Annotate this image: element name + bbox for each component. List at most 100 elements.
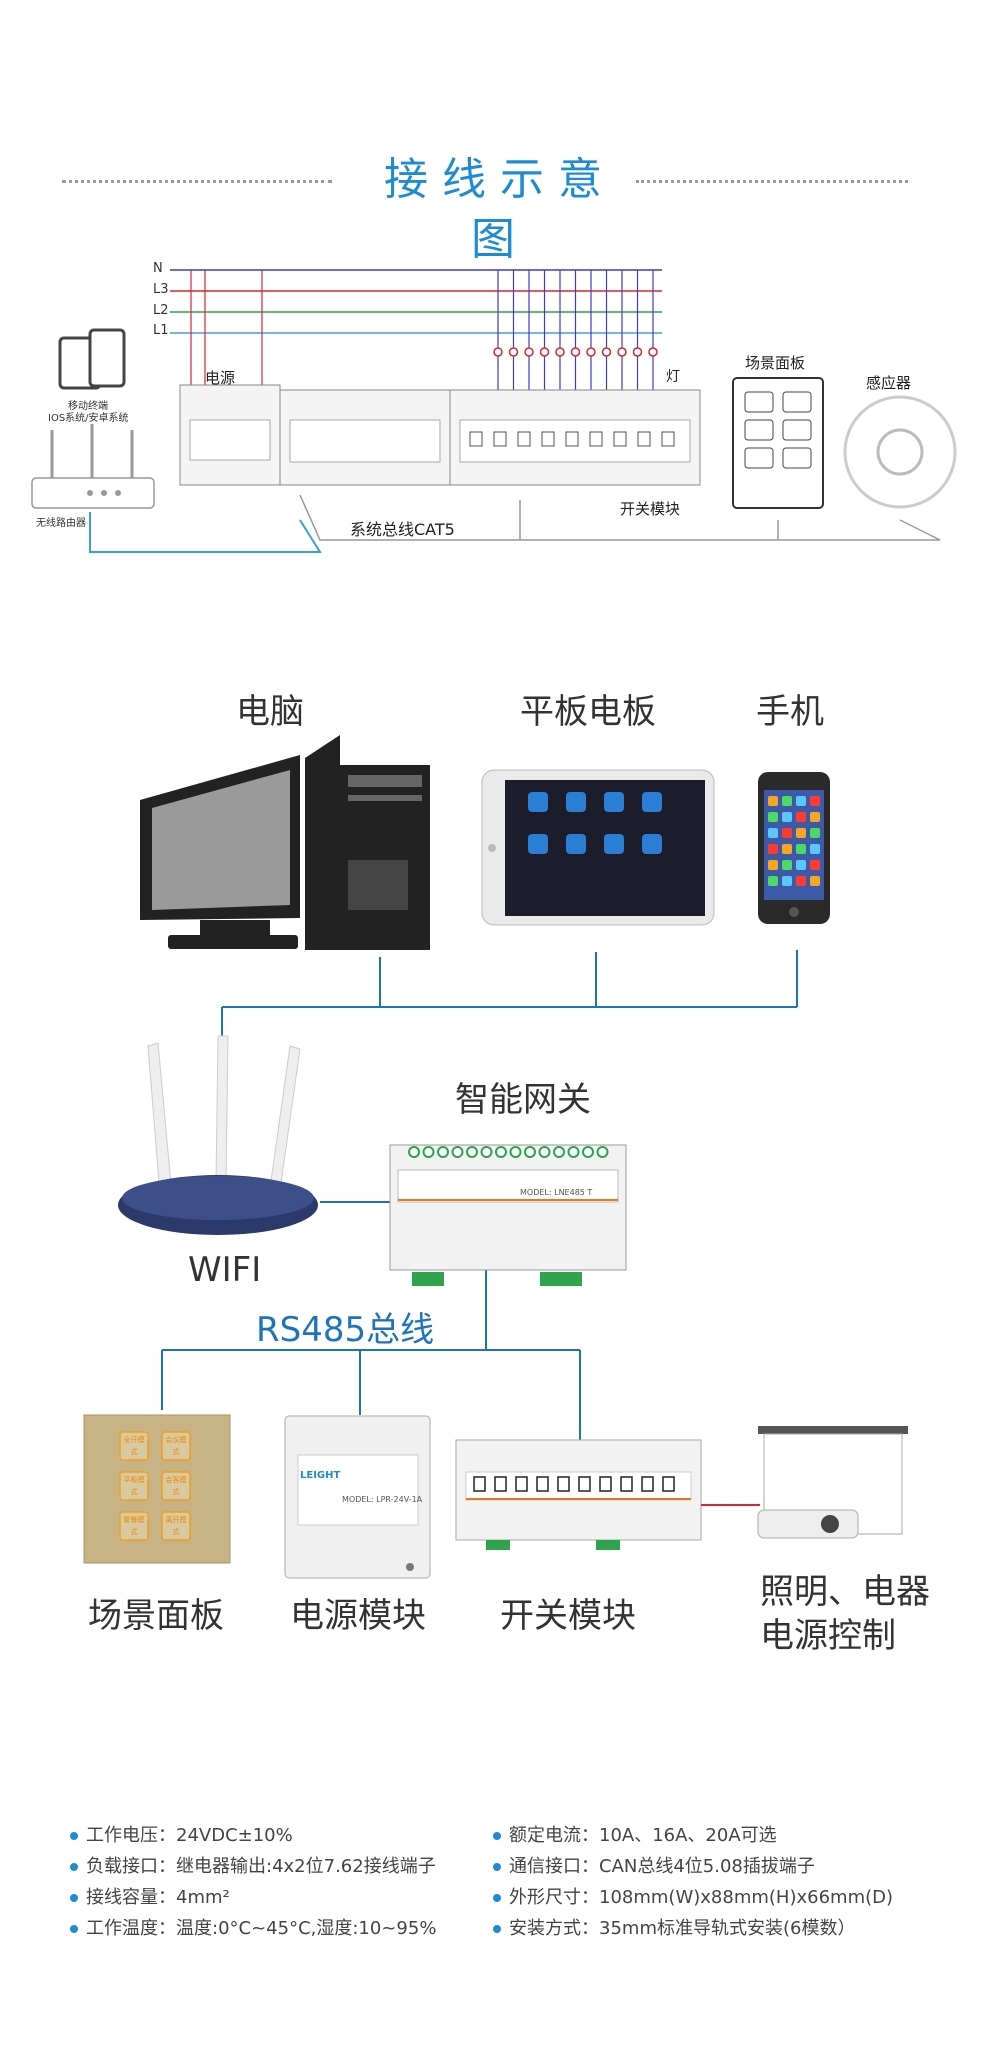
terminal-screw <box>582 1146 594 1158</box>
app-icon <box>566 834 586 854</box>
controller-module <box>279 389 451 486</box>
app-icon <box>768 876 778 886</box>
app-icon <box>768 860 778 870</box>
relay-key <box>662 1476 675 1492</box>
lamp-icon <box>524 347 534 357</box>
app-icon <box>768 828 778 838</box>
spec-item: 工作电压：24VDC±10% <box>70 1820 436 1851</box>
wifi-router-icon <box>118 1035 318 1235</box>
lamp-icon <box>648 347 658 357</box>
app-icon <box>796 844 806 854</box>
app-icon <box>768 844 778 854</box>
app-icon <box>604 792 624 812</box>
lamp-icon <box>555 347 565 357</box>
scene-button-label: 会客模式 <box>165 1476 187 1496</box>
spec-text: 负载接口：继电器输出:4x2位7.62接线端子 <box>86 1856 436 1877</box>
spec-text: 通信接口：CAN总线4位5.08插拔端子 <box>509 1856 815 1877</box>
computer-icon <box>140 735 430 950</box>
line-label-n: N <box>153 261 163 276</box>
relay-key <box>473 1476 486 1492</box>
app-icon <box>796 812 806 822</box>
spec-text: 工作温度：温度:0°C~45°C,湿度:10~95% <box>86 1918 437 1939</box>
relay-key <box>578 1476 591 1492</box>
switch-module-device <box>449 389 701 486</box>
phone-icon <box>758 772 830 924</box>
app-icon <box>642 834 662 854</box>
lamp-icon <box>601 347 612 357</box>
scene-button <box>119 1511 149 1541</box>
bullet-icon <box>493 1863 501 1871</box>
terminal-screw <box>480 1146 493 1158</box>
app-icon <box>566 792 586 812</box>
bullet-icon <box>493 1894 501 1902</box>
scene-button <box>119 1471 149 1501</box>
terminal-screw <box>466 1146 478 1158</box>
scene-button <box>161 1431 191 1461</box>
app-icon <box>782 828 792 838</box>
bullet-icon <box>493 1832 501 1840</box>
relay-key <box>661 431 675 447</box>
relay-key <box>494 1476 507 1492</box>
spec-item: 负载接口：继电器输出:4x2位7.62接线端子 <box>70 1851 436 1882</box>
app-icon <box>528 792 548 812</box>
scene-button <box>161 1511 191 1541</box>
app-icon <box>796 796 806 806</box>
terminal-screw <box>553 1146 565 1158</box>
relay-key <box>541 431 555 447</box>
scene-panel-caption: 场景面板 <box>88 1596 224 1636</box>
bullet-icon <box>70 1894 78 1902</box>
lamp-icon <box>493 347 503 357</box>
terminal-screw <box>422 1146 435 1158</box>
spec-item: 安装方式：35mm标准导轨式安装(6模数） <box>493 1913 893 1944</box>
title-divider-right <box>636 180 908 183</box>
terminal-screw <box>495 1146 507 1158</box>
router-label: 无线路由器 <box>36 518 86 529</box>
bullet-icon <box>70 1863 78 1871</box>
tablet-icon <box>481 769 715 926</box>
power-module-caption: 电源模块 <box>290 1596 426 1636</box>
bullet-icon <box>70 1925 78 1933</box>
scene-button-label: 全开模式 <box>123 1436 145 1456</box>
app-icon <box>810 828 820 838</box>
line-label-l2: L2 <box>153 303 169 318</box>
gateway-device <box>389 1144 627 1286</box>
computer-label: 电脑 <box>236 692 304 732</box>
switch-module-device-2 <box>455 1439 702 1550</box>
control-caption-line1: 照明、电器 <box>760 1572 930 1612</box>
relay-key <box>589 431 603 447</box>
sensor-device <box>843 395 957 509</box>
spec-text: 额定电流：10A、16A、20A可选 <box>509 1825 777 1846</box>
spec-item: 额定电流：10A、16A、20A可选 <box>493 1820 893 1851</box>
lamp-icon <box>570 347 581 357</box>
power-lines <box>170 269 662 395</box>
switch-module-label: 开关模块 <box>620 500 681 518</box>
terminal-screw <box>437 1146 449 1158</box>
lamp-icon <box>586 347 596 357</box>
gateway-label: 智能网关 <box>455 1080 591 1120</box>
terminal-screw <box>408 1146 420 1158</box>
tablet-label: 平板电板 <box>520 692 656 732</box>
app-icon <box>796 876 806 886</box>
projector-screen-icon <box>701 1426 908 1539</box>
relay-key <box>599 1476 612 1492</box>
brand-logo: LEIGHT <box>300 1470 341 1481</box>
bus-wiring <box>89 494 941 553</box>
spec-text: 外形尺寸：108mm(W)x88mm(H)x66mm(D) <box>509 1887 894 1908</box>
app-icon <box>642 792 662 812</box>
spec-item: 通信接口：CAN总线4位5.08插拔端子 <box>493 1851 893 1882</box>
spec-text: 安装方式：35mm标准导轨式安装(6模数） <box>509 1918 856 1939</box>
mobile-label: 移动终端 <box>68 401 108 412</box>
app-icon <box>796 860 806 870</box>
spec-item: 接线容量：4mm² <box>70 1882 436 1913</box>
relay-key <box>536 1476 549 1492</box>
relay-key <box>565 431 579 447</box>
network-lines <box>161 950 798 1440</box>
relay-key <box>637 431 651 447</box>
app-icon <box>782 876 792 886</box>
terminal-screw <box>538 1146 551 1158</box>
app-icon <box>782 860 792 870</box>
scene-panel-label: 场景面板 <box>745 354 806 372</box>
power-label: 电源 <box>205 369 236 387</box>
scene-button-label: 离开模式 <box>165 1516 187 1536</box>
